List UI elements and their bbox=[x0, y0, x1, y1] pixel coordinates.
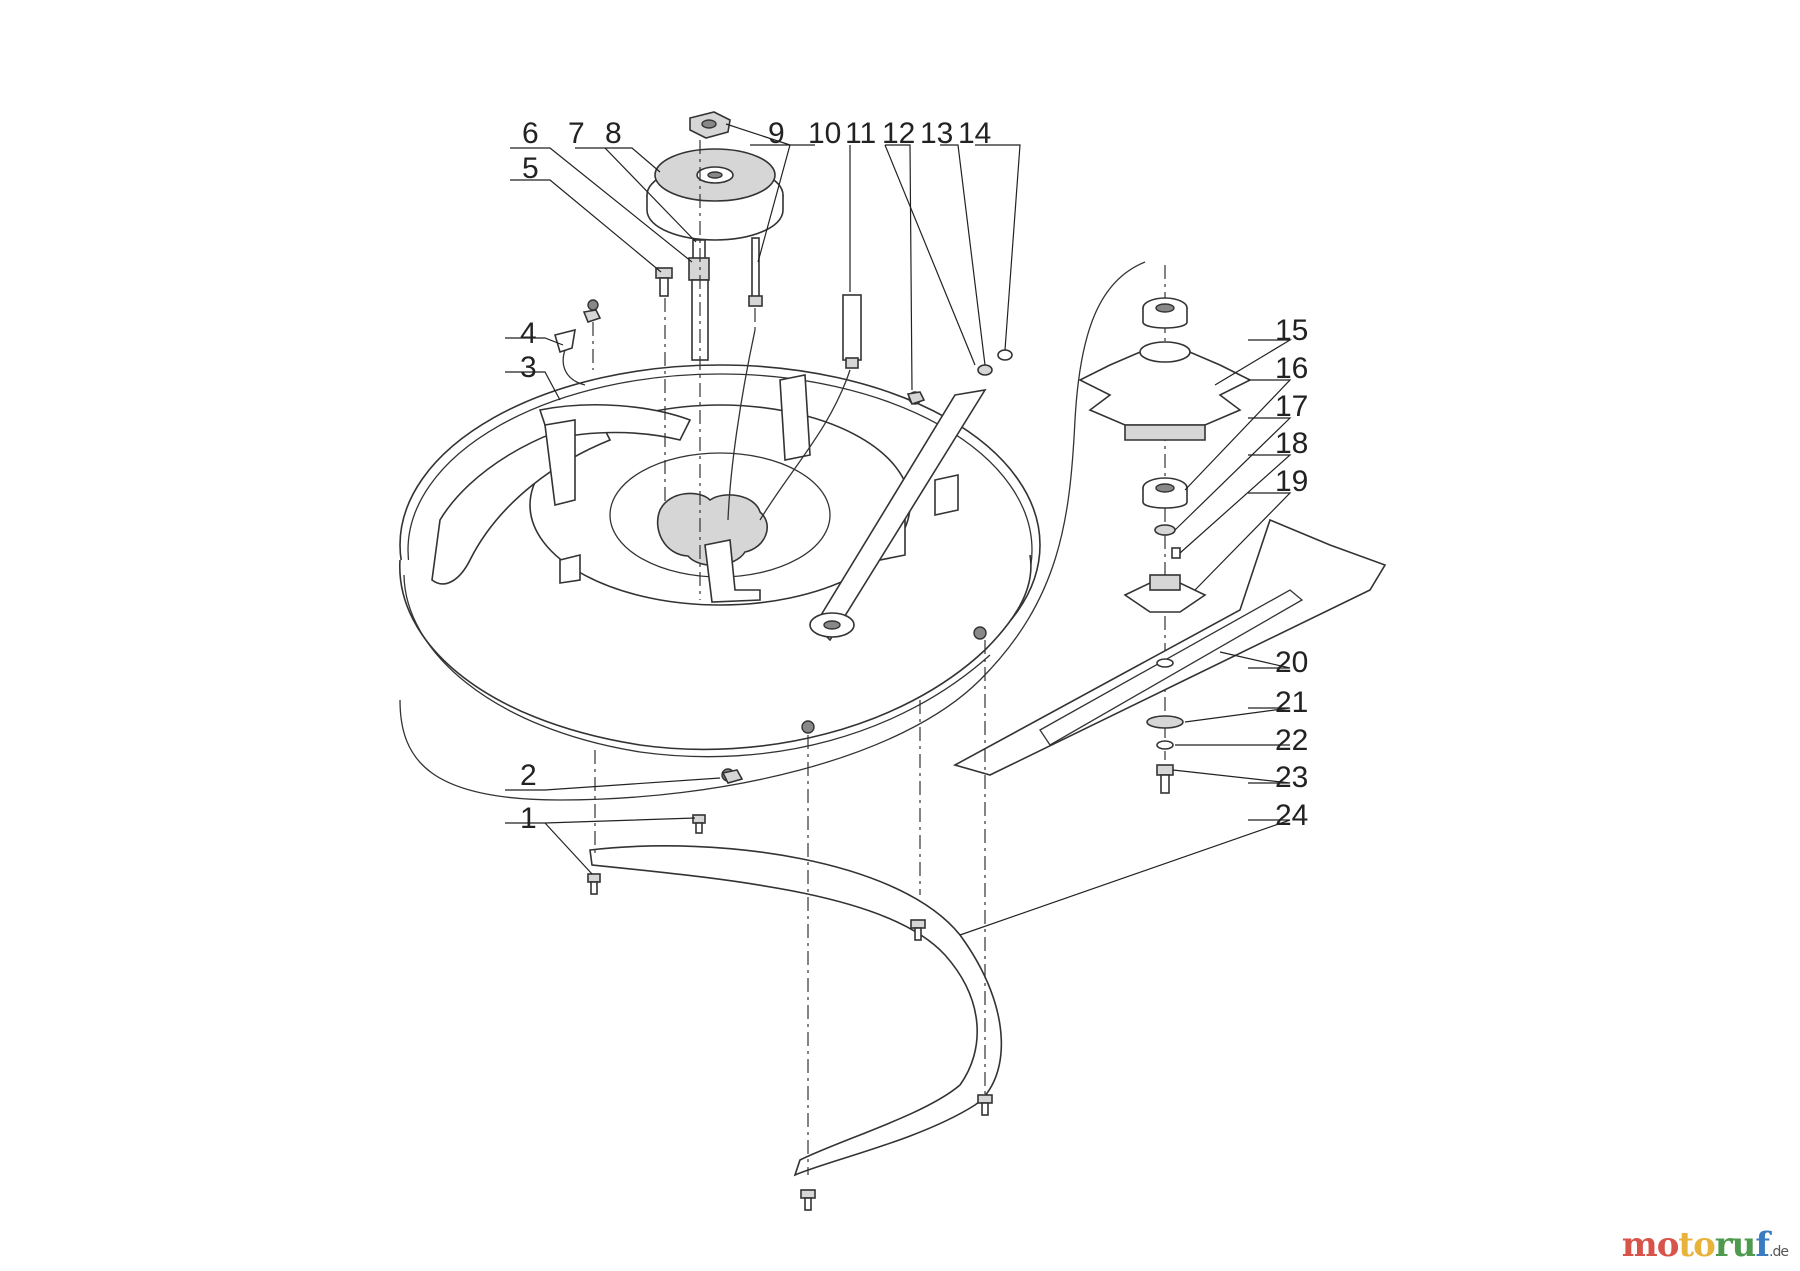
nut-12 bbox=[906, 391, 926, 405]
callout-16: 16 bbox=[1275, 352, 1308, 385]
bearing-bottom bbox=[1142, 477, 1188, 509]
callout-21: 21 bbox=[1275, 686, 1308, 719]
screw-strip-right bbox=[977, 1094, 993, 1116]
callout-15: 15 bbox=[1275, 314, 1308, 347]
mower-deck bbox=[399, 299, 1041, 782]
brand-logo[interactable]: motoruf.de bbox=[1621, 1225, 1789, 1265]
callout-6: 6 bbox=[522, 117, 539, 150]
callout-12: 12 bbox=[882, 117, 915, 150]
brand-part-2: to bbox=[1678, 1225, 1715, 1265]
callout-2: 2 bbox=[520, 759, 537, 792]
skirt-strip bbox=[589, 845, 1003, 1177]
callout-8: 8 bbox=[605, 117, 622, 150]
brand-part-4: f bbox=[1755, 1225, 1770, 1265]
key-18 bbox=[1171, 547, 1181, 559]
bearing-top bbox=[1142, 297, 1188, 329]
clip-4 bbox=[553, 328, 586, 386]
callout-14: 14 bbox=[958, 117, 991, 150]
washer-13 bbox=[977, 364, 993, 376]
callout-3: 3 bbox=[520, 351, 537, 384]
brand-part-1: mo bbox=[1621, 1225, 1680, 1265]
deck-outline-loop bbox=[399, 261, 1146, 801]
callout-19: 19 bbox=[1275, 465, 1308, 498]
spindle-housing bbox=[1078, 341, 1252, 441]
callout-10: 10 bbox=[808, 117, 841, 150]
callout-24: 24 bbox=[1275, 799, 1308, 832]
blade-bolt-23 bbox=[1156, 764, 1174, 794]
callout-18: 18 bbox=[1275, 427, 1308, 460]
spindle-shaft bbox=[688, 239, 710, 361]
screw-strip-mid bbox=[910, 919, 926, 941]
callout-9: 9 bbox=[768, 117, 785, 150]
callout-22: 22 bbox=[1275, 724, 1308, 757]
brand-part-3: ru bbox=[1714, 1225, 1757, 1265]
washer-21 bbox=[1146, 715, 1184, 729]
screw-1b bbox=[692, 814, 706, 834]
callout-7: 7 bbox=[568, 117, 585, 150]
callout-23: 23 bbox=[1275, 761, 1308, 794]
circlip-17 bbox=[1154, 524, 1176, 536]
nut-near-4 bbox=[582, 309, 602, 323]
sleeve-11 bbox=[842, 294, 862, 369]
pin-10 bbox=[748, 237, 763, 307]
brand-tld: .de bbox=[1769, 1244, 1789, 1260]
pulley-nut bbox=[689, 111, 731, 139]
callout-5: 5 bbox=[522, 152, 539, 185]
leader-lines bbox=[505, 123, 1293, 936]
ring-14 bbox=[997, 349, 1013, 361]
blade-adapter-19 bbox=[1123, 574, 1207, 613]
callout-1: 1 bbox=[520, 802, 537, 835]
callout-11: 11 bbox=[845, 117, 876, 150]
callout-4: 4 bbox=[520, 317, 537, 350]
callout-numbers: 1 2 3 4 5 6 7 8 9 10 11 12 13 14 15 16 1… bbox=[520, 117, 1308, 835]
cutting-blade bbox=[952, 518, 1387, 776]
screw-1 bbox=[587, 873, 601, 895]
callout-17: 17 bbox=[1275, 390, 1308, 423]
screw-strip-bottom bbox=[800, 1189, 816, 1211]
belt-pulley bbox=[646, 148, 784, 241]
bolt-5 bbox=[655, 267, 673, 297]
nut-2 bbox=[721, 769, 744, 784]
callout-13: 13 bbox=[920, 117, 953, 150]
lock-washer-22 bbox=[1156, 740, 1174, 750]
callout-20: 20 bbox=[1275, 646, 1308, 679]
